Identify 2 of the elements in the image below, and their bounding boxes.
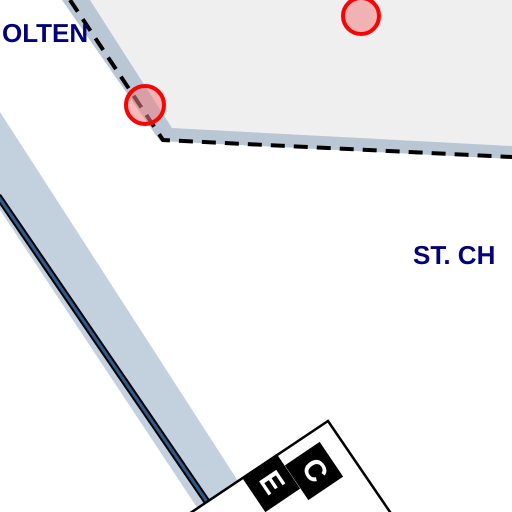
place-name: OLTEN [2,20,88,46]
place-name: ST. CH [413,242,496,268]
